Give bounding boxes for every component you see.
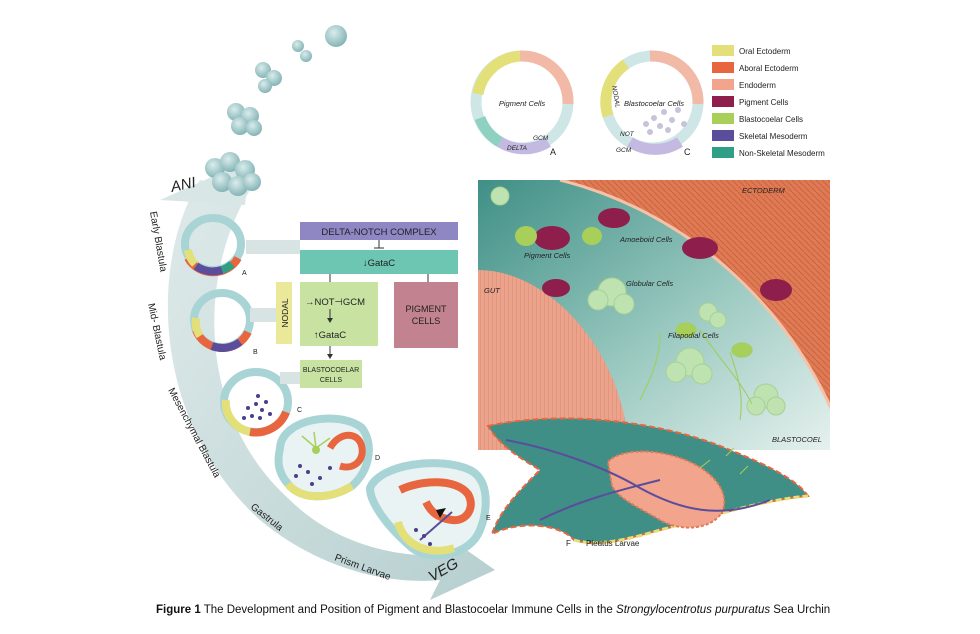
stage-letter-d: D: [375, 455, 380, 462]
embryo-mesenchymal-blastula: [220, 368, 292, 437]
label-filapodial-cells: Filapodial Cells: [668, 331, 719, 340]
tissue-detail-panel: [478, 180, 830, 450]
pigment-cells-line1: PIGMENT: [405, 304, 447, 314]
gut-tissue: [478, 270, 626, 450]
label-pigment-cells: Pigment Cells: [524, 251, 571, 260]
not-gcm-text: →NOT⊣GCM: [305, 297, 365, 308]
legend-swatch: [712, 79, 734, 90]
blastocoelar-line2: CELLS: [320, 377, 343, 384]
stage-letter-b: B: [253, 349, 258, 356]
embryo-gastrula: [274, 414, 373, 501]
figure-caption: Figure 1 The Development and Position of…: [156, 604, 976, 616]
legend-label: Pigment Cells: [739, 98, 788, 107]
gatac-down-text: ↓GataC: [363, 258, 395, 269]
filapodial-cells: [639, 322, 753, 421]
stage-letter-a: A: [242, 270, 247, 277]
inset-a-letter: A: [550, 147, 556, 157]
legend-label: Aboral Ectoderm: [739, 64, 799, 73]
gatac-box: [300, 250, 458, 274]
color-legend: Oral Ectoderm Aboral Ectoderm Endoderm P…: [712, 45, 825, 158]
blastocoelar-line1: BLASTOCOELAR: [303, 367, 359, 374]
pluteus-letter: F: [566, 539, 571, 548]
inset-embryo-a: [470, 50, 574, 155]
ectoderm-band: [560, 180, 830, 407]
pluteus-label: Pleutus Larvae: [586, 539, 640, 548]
nodal-box: [276, 282, 292, 344]
stage-letter-e: E: [486, 515, 491, 522]
label-ectoderm: ECTODERM: [742, 186, 786, 195]
caption-text-1: The Development and Position of Pigment …: [200, 604, 617, 616]
legend-swatch: [712, 62, 734, 73]
gene-regulatory-flowchart: DELTA-NOTCH COMPLEX ↓GataC NODAL →NOT⊣GC…: [276, 222, 458, 388]
cleavage-stages: [205, 25, 347, 196]
label-amoeboid-cells: Amoeboid Cells: [619, 235, 673, 244]
legend-label: Blastocoelar Cells: [739, 115, 803, 124]
legend-swatch: [712, 147, 734, 158]
pluteus-larva: [486, 417, 810, 545]
stage-label-early-blastula: Early Blastula: [147, 211, 169, 274]
nodal-text: NODAL: [280, 298, 290, 328]
connector-a: [246, 240, 300, 254]
inset-a-pigment-label: Pigment Cells: [499, 99, 546, 108]
legend-label: Oral Ectoderm: [739, 47, 791, 56]
legend-label: Endoderm: [739, 81, 776, 90]
inset-a-gcm: GCM: [533, 135, 549, 142]
blastocoelar-cells-box: [300, 360, 362, 388]
pigment-cell-clusters: [534, 208, 792, 301]
inset-c-nodal: NODAL: [610, 85, 621, 109]
arrow-label-ani: ANI: [168, 174, 197, 196]
inset-c-blastocoelar-label: Blastocoelar Cells: [624, 99, 684, 108]
caption-species: Strongylocentrotus purpuratus: [616, 604, 771, 616]
legend-swatch: [712, 130, 734, 141]
label-gut: GUT: [484, 286, 501, 295]
stage-label-mid-blastula: Mid- Blastula: [145, 302, 168, 361]
amoeboid-cells: [515, 226, 602, 246]
embryo-prism: [365, 459, 490, 560]
inset-c-gcm: GCM: [616, 147, 632, 154]
legend-label: Skeletal Mesoderm: [739, 132, 808, 141]
inset-embryo-c: [600, 50, 704, 155]
legend-swatch: [712, 113, 734, 124]
legend-swatch: [712, 45, 734, 56]
embryo-early-blastula: [181, 214, 245, 277]
not-gcm-box: [300, 282, 378, 346]
development-arrow: [167, 180, 495, 600]
legend-label: Non-Skeletal Mesoderm: [739, 149, 825, 158]
connector-b: [250, 308, 276, 322]
label-blastocoel: BLASTOCOEL: [772, 435, 822, 444]
legend-swatch: [712, 96, 734, 107]
globular-cells: [490, 186, 786, 416]
inset-c-not: NOT: [620, 131, 635, 138]
gatac-up-text: ↑GataC: [314, 330, 346, 341]
pigment-cells-box: [394, 282, 458, 348]
caption-figure-number: Figure 1: [156, 604, 201, 616]
inset-a-delta: DELTA: [507, 145, 527, 152]
label-globular-cells: Globular Cells: [626, 279, 673, 288]
delta-notch-box: [300, 222, 458, 240]
delta-notch-text: DELTA-NOTCH COMPLEX: [321, 227, 437, 238]
stage-letter-c: C: [297, 407, 302, 414]
caption-text-2: Sea Urchin: [770, 604, 831, 616]
connector-c: [280, 372, 300, 384]
inset-c-letter: C: [684, 147, 691, 157]
pigment-cells-line2: CELLS: [412, 316, 441, 326]
